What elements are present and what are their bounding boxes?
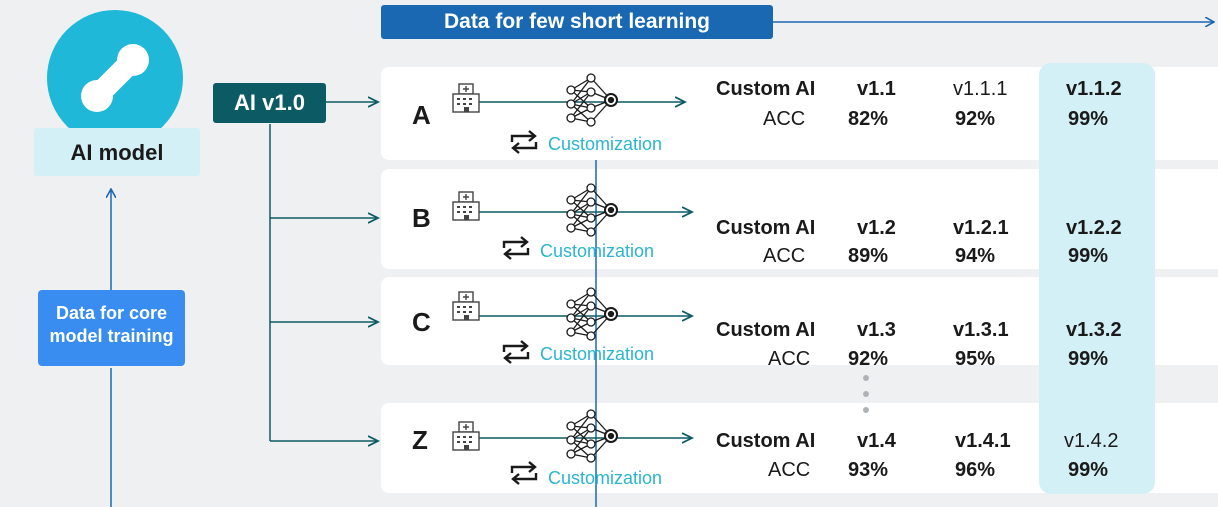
refresh-cycle-icon (500, 338, 532, 371)
row-z-v1: v1.4 (857, 430, 896, 452)
row-b-v2: v1.2.1 (953, 217, 1009, 239)
row-z-acc1: 93% (848, 459, 889, 481)
row-c-acc2: 95% (955, 348, 996, 370)
neural-network-icon (563, 406, 625, 477)
row-b-letter: B (412, 203, 431, 233)
row-z-acc3: 99% (1068, 459, 1109, 481)
row-c-custom-ai: Custom AI (716, 319, 816, 341)
core-training-data-box: Data for core model training (38, 290, 185, 366)
row-a-custom-ai: Custom AI (716, 78, 816, 100)
hospital-icon (451, 190, 485, 229)
row-z-v3: v1.4.2 (1064, 430, 1119, 452)
neural-network-icon (563, 70, 625, 141)
row-z-acc: ACC (768, 459, 811, 481)
row-z-v2: v1.4.1 (955, 430, 1011, 452)
row-b-acc1: 89% (848, 245, 889, 267)
row-b-custom-ai: Custom AI (716, 217, 816, 239)
core-data-line1: Data for core (55, 303, 168, 323)
row-c-letter: C (412, 307, 431, 337)
refresh-cycle-icon (508, 459, 540, 492)
row-c-acc3: 99% (1068, 348, 1109, 370)
row-c-acc1: 92% (848, 348, 889, 370)
row-b-acc: ACC (763, 245, 806, 267)
refresh-cycle-icon (508, 128, 540, 161)
customization-label: Customization (548, 134, 663, 154)
neural-network-icon (563, 284, 625, 355)
row-a-acc1: 82% (848, 108, 889, 130)
row-z-custom-ai: Custom AI (716, 430, 816, 452)
row-z-letter: Z (412, 425, 428, 455)
row-c-v3: v1.3.2 (1066, 319, 1122, 341)
row-b-v1: v1.2 (857, 217, 896, 239)
ai-model-logo-icon (47, 10, 183, 146)
row-c-acc: ACC (768, 348, 811, 370)
hospital-icon (451, 420, 485, 459)
customization-label: Customization (540, 241, 655, 261)
few-shot-data-banner: Data for few short learning (381, 5, 773, 39)
row-a-v1: v1.1 (857, 78, 896, 100)
row-b-acc3: 99% (1068, 245, 1109, 267)
hospital-icon (451, 82, 485, 121)
row-c-v2: v1.3.1 (953, 319, 1009, 341)
row-a-acc3: 99% (1068, 108, 1109, 130)
row-a-letter: A (412, 100, 431, 130)
hospital-icon (451, 290, 485, 329)
row-z-acc2: 96% (955, 459, 996, 481)
customization-label: Customization (540, 344, 655, 364)
neural-network-icon (563, 180, 625, 251)
ai-model-label (34, 128, 200, 176)
row-b-acc2: 94% (955, 245, 996, 267)
row-a-v2: v1.1.1 (953, 78, 1008, 100)
ai-model-label-text: AI model (70, 140, 164, 165)
row-c-v1: v1.3 (857, 319, 896, 341)
row-a-acc2: 92% (955, 108, 996, 130)
refresh-cycle-icon (500, 234, 532, 267)
row-a-acc: ACC (763, 108, 806, 130)
row-b-v3: v1.2.2 (1066, 217, 1122, 239)
core-data-line2: model training (49, 326, 174, 346)
ai-version-tag: AI v1.0 (213, 83, 326, 123)
row-a-v3: v1.1.2 (1066, 78, 1122, 100)
final-version-highlight (1039, 63, 1155, 494)
customization-label: Customization (548, 468, 663, 488)
